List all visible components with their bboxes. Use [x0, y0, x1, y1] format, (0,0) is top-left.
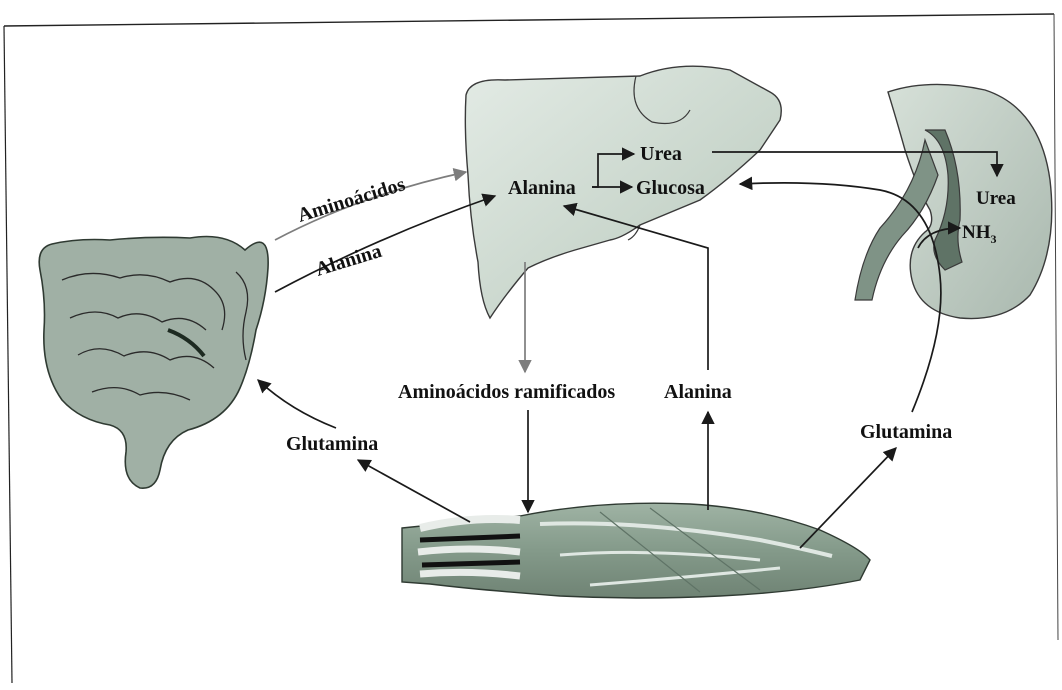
label-alanina-liver: Alanina: [508, 177, 576, 199]
label-glutamina-right: Glutamina: [860, 421, 952, 443]
arrow-muscle-to-glutamina-left: [358, 460, 470, 522]
kidney-organ: [855, 84, 1052, 318]
label-urea-liver: Urea: [640, 143, 682, 165]
label-aminoacidos-ramificados: Aminoácidos ramificados: [398, 381, 615, 403]
label-glucosa: Glucosa: [636, 177, 705, 199]
arrow-glutamina-to-intestine: [258, 380, 336, 428]
intestine-organ: [39, 237, 268, 489]
label-alanina-muscle: Alanina: [664, 381, 732, 403]
label-alanina-gut: Alanina: [313, 240, 384, 281]
muscle-organ: [402, 503, 870, 598]
label-glutamina-left: Glutamina: [286, 433, 378, 455]
label-aminoacidos-top: Aminoácidos: [295, 173, 408, 227]
arrow-muscle-to-glutamina-right: [800, 448, 896, 548]
label-urea-kidney: Urea: [976, 188, 1016, 209]
